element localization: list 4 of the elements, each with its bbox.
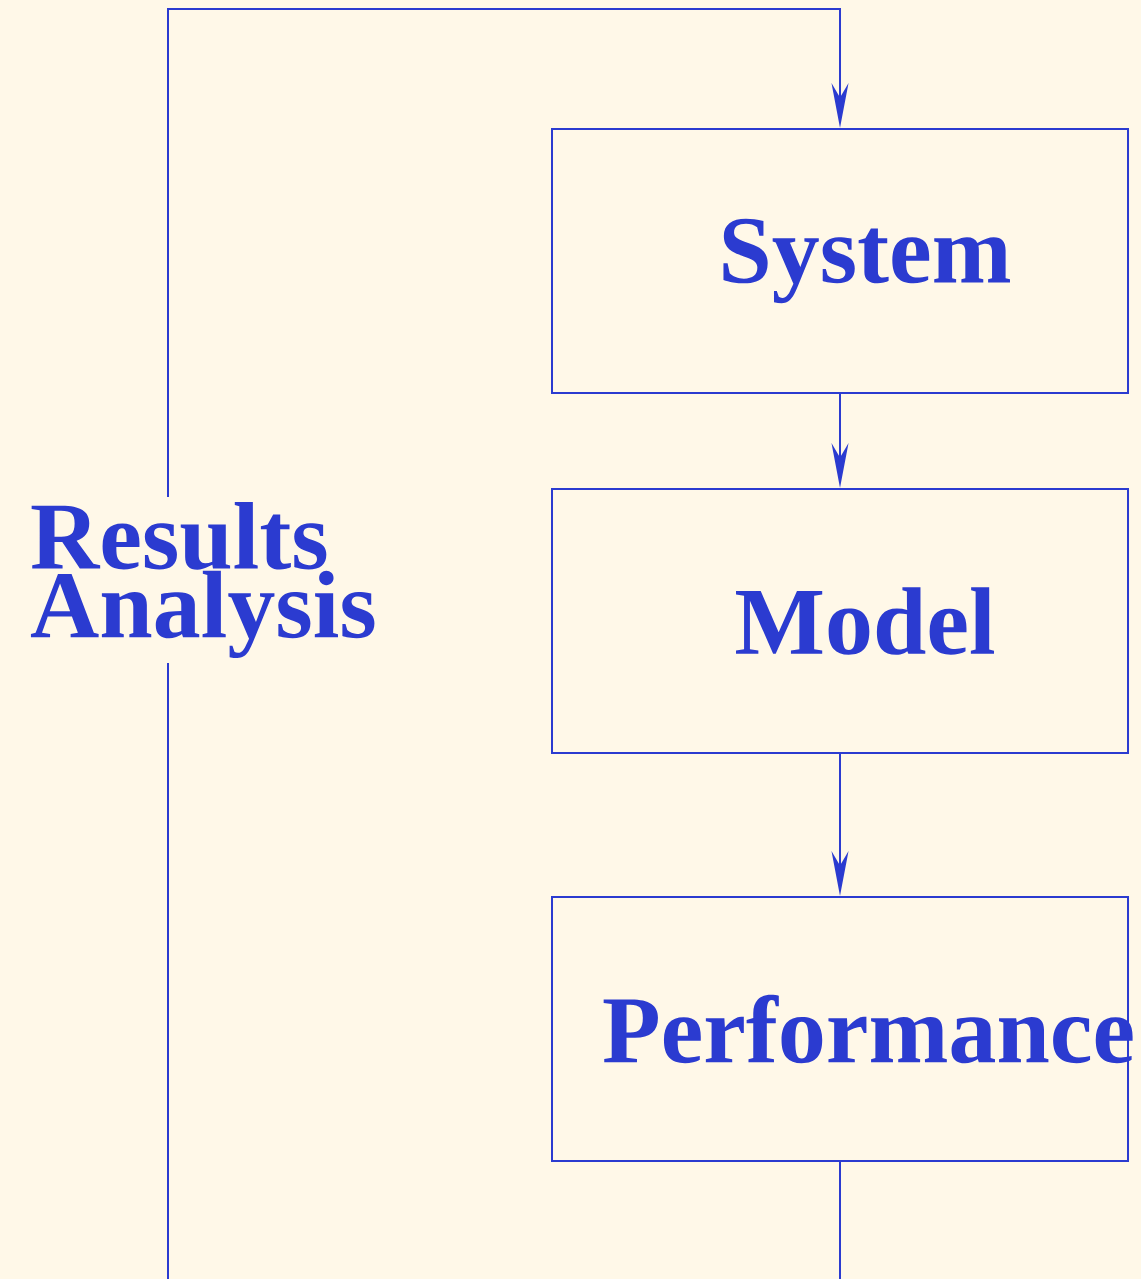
process-box: System — [551, 128, 1129, 394]
process-box: Model — [551, 488, 1129, 754]
arrow — [167, 8, 849, 498]
text-label: Results Analysis — [30, 501, 375, 659]
